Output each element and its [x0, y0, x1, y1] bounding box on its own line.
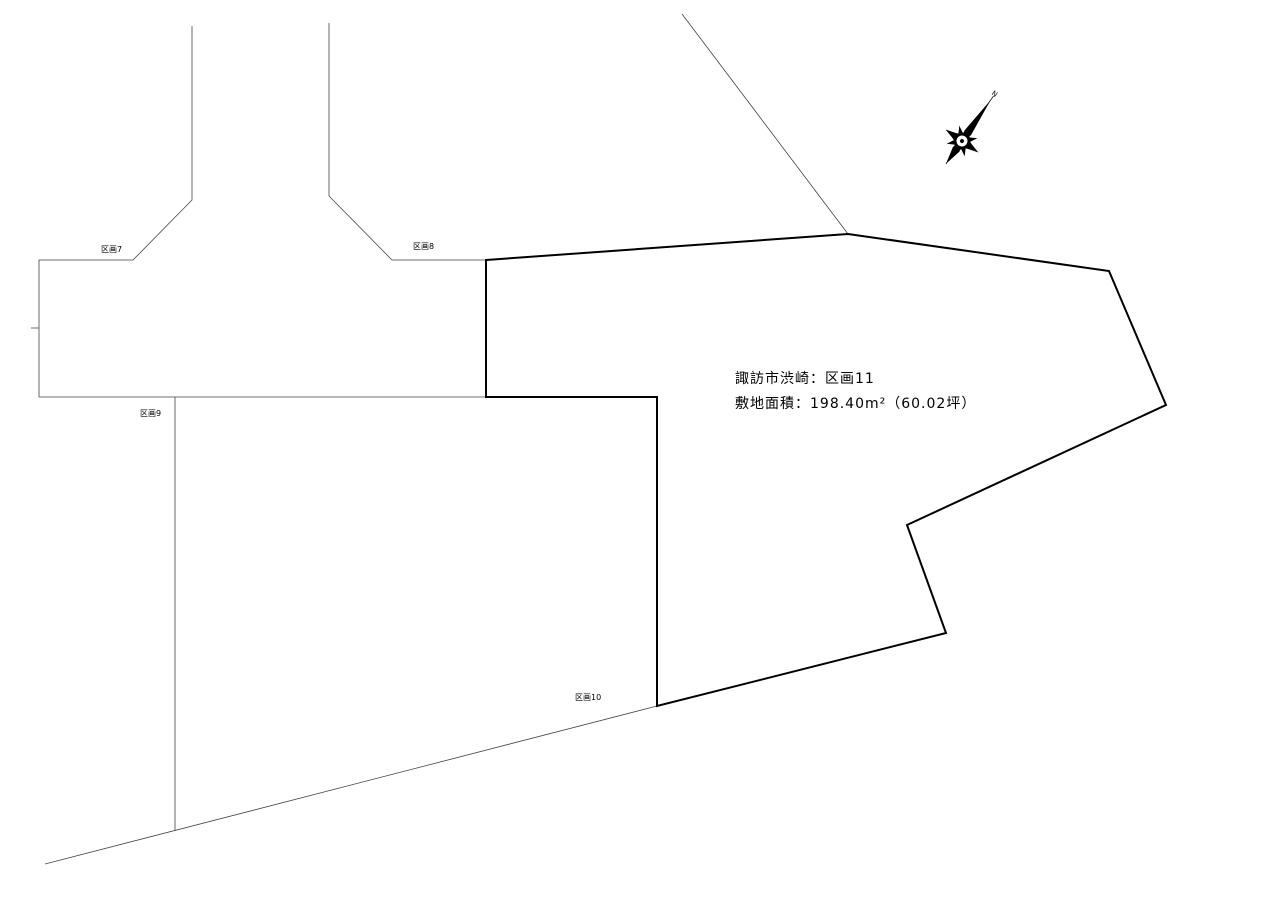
lot11-boundary [485, 232, 1168, 708]
lot11-area: 敷地面積：198.40m²（60.02坪） [735, 396, 977, 412]
lot7-label: 区画7 [101, 245, 123, 254]
lot10-label: 区画10 [575, 693, 602, 702]
lot9-label: 区画9 [140, 409, 162, 418]
road-boundary-left [38, 26, 486, 398]
road-boundary-right [328, 23, 486, 261]
compass-rose-icon: N [945, 89, 999, 165]
lot8-label: 区画8 [413, 242, 435, 251]
svg-text:N: N [990, 89, 999, 99]
south-boundary-line [44, 705, 658, 865]
north-boundary-line [681, 13, 849, 235]
lot11-address: 諏訪市渋崎：区画11 [735, 371, 875, 387]
